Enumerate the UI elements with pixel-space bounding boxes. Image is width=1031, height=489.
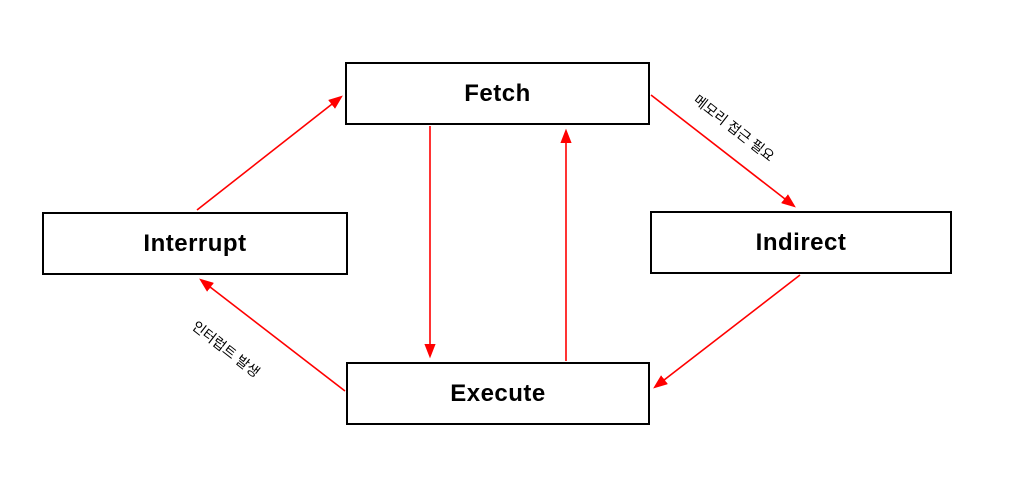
node-execute-label: Execute <box>450 379 546 407</box>
node-fetch: Fetch <box>345 62 650 125</box>
node-indirect: Indirect <box>650 211 952 274</box>
node-interrupt: Interrupt <box>42 212 348 275</box>
node-fetch-label: Fetch <box>464 79 531 107</box>
arrow-interrupt-to-fetch <box>196 95 343 211</box>
edge-label-memory-access-needed: 메모리 접근 필요 <box>690 91 778 165</box>
node-execute: Execute <box>346 362 650 425</box>
arrow-indirect-to-execute <box>653 274 801 389</box>
node-interrupt-label: Interrupt <box>143 229 247 257</box>
edge-label-interrupt-occurs: 인터럽트 발생 <box>189 317 263 381</box>
node-indirect-label: Indirect <box>755 228 847 256</box>
